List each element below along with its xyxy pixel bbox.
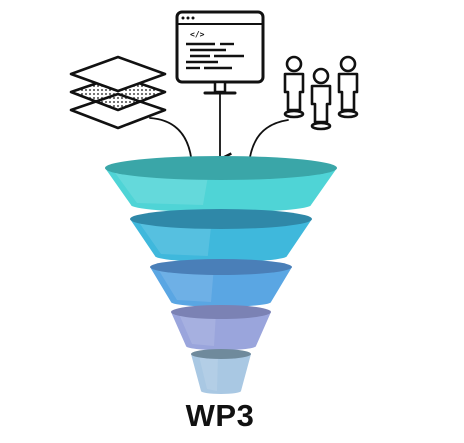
- funnel: [105, 156, 337, 394]
- people-group-icon: [283, 55, 359, 131]
- code-monitor-icon: </>: [175, 10, 265, 95]
- funnel-tier: [191, 349, 251, 394]
- funnel-label: WP3: [185, 398, 255, 433]
- funnel-tier: [130, 209, 312, 262]
- input-arrows: [149, 92, 289, 165]
- layers-icon: [69, 55, 167, 130]
- funnel-tier: [105, 156, 337, 213]
- code-symbol: </>: [190, 30, 205, 39]
- funnel-tier: [171, 305, 271, 351]
- funnel-tier: [150, 259, 292, 307]
